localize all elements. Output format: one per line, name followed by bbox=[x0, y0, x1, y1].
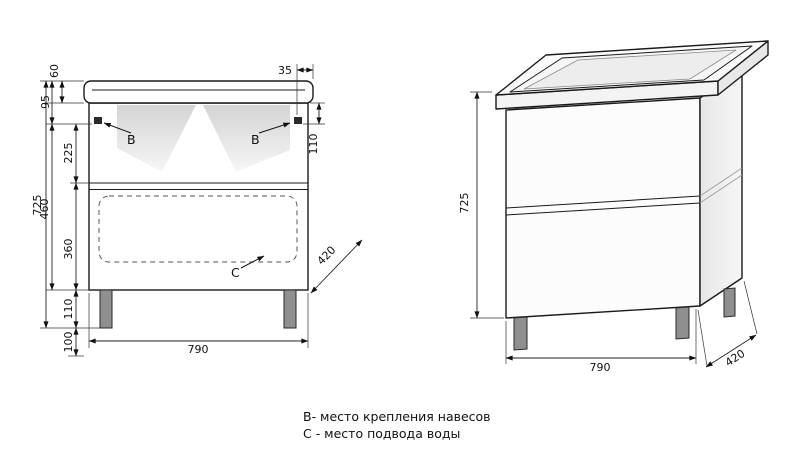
dim-60: 60 bbox=[48, 64, 61, 78]
dim-95: 95 bbox=[39, 95, 52, 109]
dim-225: 225 bbox=[62, 143, 75, 164]
persp-drawer-split-1 bbox=[505, 195, 701, 209]
front-leg-right bbox=[283, 289, 297, 329]
persp-dim-790: 790 bbox=[590, 361, 611, 374]
front-shade-left bbox=[117, 105, 196, 172]
leader-b-left bbox=[103, 122, 132, 134]
front-shade-right bbox=[203, 105, 290, 172]
label-b-right: B bbox=[251, 132, 260, 147]
persp-body-front bbox=[505, 97, 701, 319]
dim-725: 725 bbox=[31, 195, 44, 216]
front-view: B B C 725 60 95 225 bbox=[31, 64, 363, 357]
persp-extension-lines bbox=[470, 91, 758, 367]
mount-mark-left bbox=[94, 117, 102, 124]
persp-dim-420: 420 bbox=[723, 347, 748, 369]
leader-c bbox=[240, 255, 265, 269]
label-c: C bbox=[231, 265, 240, 280]
persp-leg-front-left bbox=[513, 316, 528, 351]
leader-b-right bbox=[258, 122, 291, 134]
dim-420: 420 bbox=[315, 244, 339, 268]
perspective-view: 725 790 420 bbox=[458, 40, 769, 374]
persp-body-side bbox=[699, 69, 743, 307]
front-countertop-outline bbox=[83, 80, 314, 104]
dim-110-right: 110 bbox=[307, 134, 320, 155]
legend-line-b: B- место крепления навесов bbox=[303, 409, 491, 424]
dim-460: 460 bbox=[38, 199, 51, 220]
persp-leg-back-right bbox=[723, 287, 736, 318]
persp-dimensions: 725 790 420 bbox=[458, 91, 757, 374]
persp-basin-bowl bbox=[523, 49, 737, 90]
persp-side-split-2 bbox=[699, 174, 743, 204]
legend-line-c: C - место подвода воды bbox=[303, 426, 461, 441]
persp-drawer-split-2 bbox=[505, 202, 701, 216]
persp-dim-725: 725 bbox=[458, 193, 471, 214]
dim-100: 100 bbox=[62, 332, 75, 353]
dim-790: 790 bbox=[188, 343, 209, 356]
label-b-left: B bbox=[127, 132, 136, 147]
persp-leg-front-right bbox=[675, 306, 690, 340]
persp-dimline-420 bbox=[705, 334, 757, 368]
dim-35: 35 bbox=[278, 64, 292, 77]
front-leg-left bbox=[99, 289, 113, 329]
front-dimensions: 725 60 95 225 460 360 110 100 35 110 790… bbox=[31, 64, 363, 357]
persp-side-split-1 bbox=[699, 167, 743, 197]
dim-360: 360 bbox=[62, 239, 75, 260]
mount-mark-right bbox=[294, 117, 302, 124]
dim-110-left: 110 bbox=[62, 299, 75, 320]
legend: B- место крепления навесов C - место под… bbox=[303, 408, 491, 442]
front-dashed-interior bbox=[98, 195, 298, 263]
dimline-420 bbox=[310, 239, 363, 294]
